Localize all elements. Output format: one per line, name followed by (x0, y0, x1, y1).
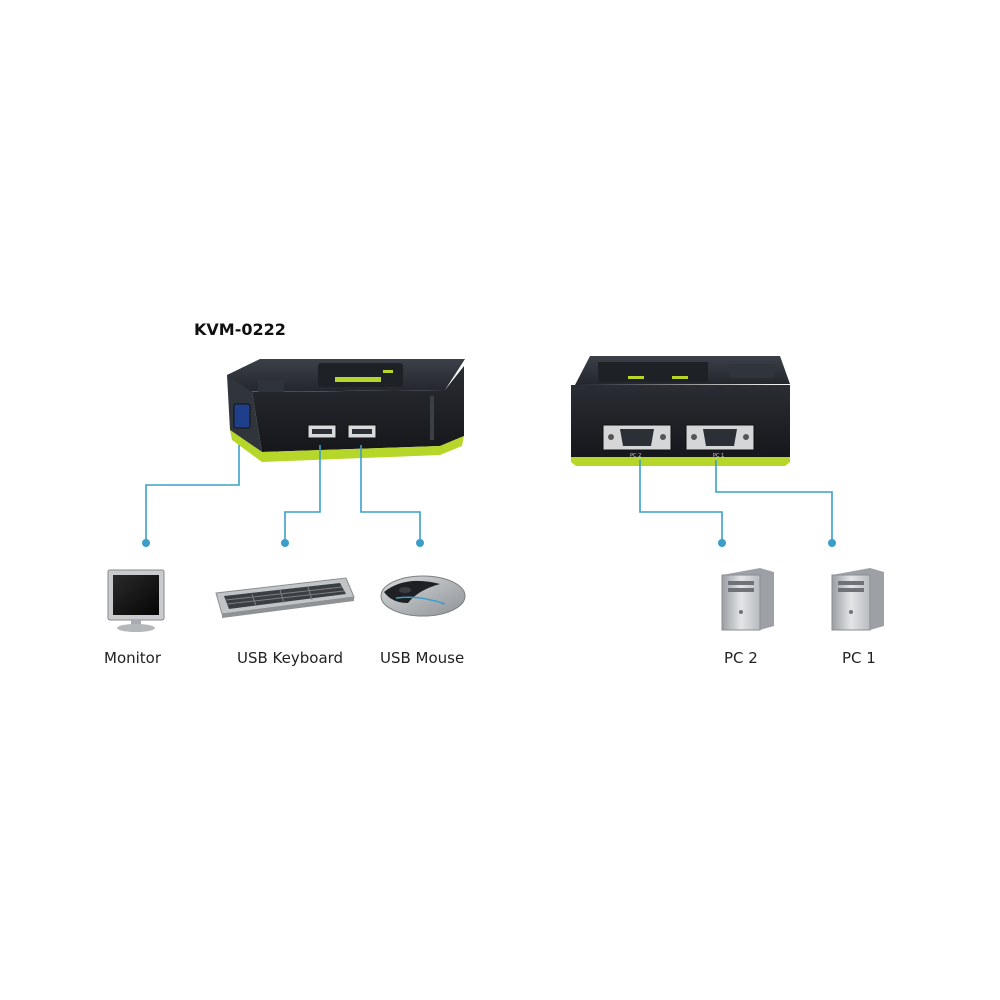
usb-port-1 (307, 424, 337, 439)
connector-line-pc2 (639, 460, 723, 543)
monitor-icon (107, 569, 165, 632)
port-label-pc1: PC 1 (713, 453, 724, 459)
mouse-icon (380, 575, 466, 617)
model-title: KVM-0222 (194, 320, 286, 339)
connector-line-monitor (145, 445, 240, 543)
pc1-tower-icon (831, 568, 884, 631)
connector-dot-pc2 (718, 539, 726, 547)
usb-port-2 (347, 424, 377, 439)
kvm-switch-front (227, 359, 465, 462)
connector-line-mouse (360, 445, 421, 543)
keyboard-icon (215, 577, 355, 618)
vga-port-pc2 (602, 424, 672, 451)
connector-dot-monitor (142, 539, 150, 547)
mouse-label: USB Mouse (380, 649, 465, 667)
connector-dot-mouse (416, 539, 424, 547)
keyboard-label: USB Keyboard (237, 649, 344, 667)
pc1-label: PC 1 (842, 649, 876, 667)
connector-line-keyboard (284, 445, 321, 543)
connector-dot-keyboard (281, 539, 289, 547)
pc2-label: PC 2 (724, 649, 758, 667)
port-label-pc2: PC 2 (630, 453, 641, 459)
pc2-tower-icon (721, 568, 774, 631)
monitor-label: Monitor (104, 649, 162, 667)
connector-line-pc1 (715, 460, 833, 543)
kvm-switch-back: PC 2 PC 1 (571, 356, 790, 466)
connector-dot-pc1 (828, 539, 836, 547)
vga-port-pc1 (685, 424, 755, 451)
